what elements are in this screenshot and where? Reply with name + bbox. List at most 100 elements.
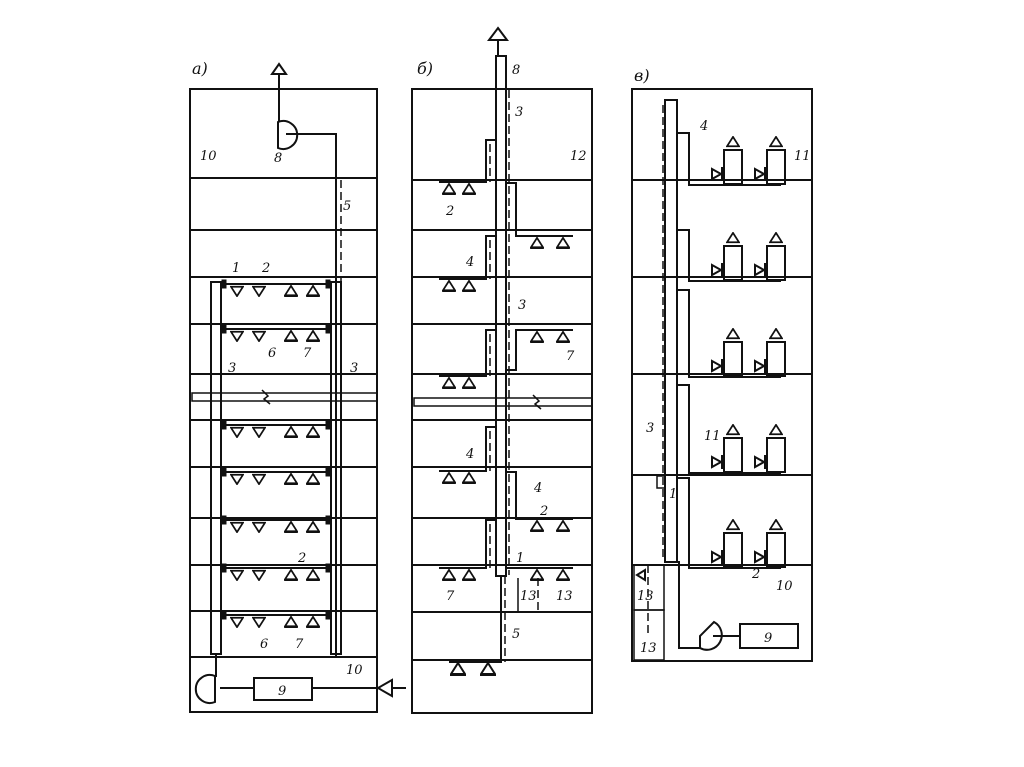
sprinkler-row xyxy=(221,515,331,533)
main-riser-b xyxy=(495,55,507,577)
sprinkler-row xyxy=(221,563,331,581)
valve-icon xyxy=(711,359,724,373)
sprinkler-branch xyxy=(505,329,573,371)
sprinkler-up-icon xyxy=(284,285,298,297)
room-label: 10 xyxy=(200,149,217,164)
callout-valve: 1 xyxy=(232,261,240,276)
sprinkler-down-icon xyxy=(252,569,266,581)
room-label: 10 xyxy=(346,663,363,678)
sprinkler-row xyxy=(221,324,331,342)
floor-lines-b xyxy=(413,179,593,661)
sprinkler-up-icon xyxy=(284,330,298,342)
callout-pipe: 2 xyxy=(751,567,760,582)
break-symbol-a xyxy=(261,389,271,405)
sprinkler-down-icon xyxy=(252,616,266,628)
valve-icon xyxy=(221,420,227,430)
sprinkler-down-icon xyxy=(252,426,266,438)
sprinkler-icon xyxy=(442,472,456,484)
sprinkler-down-icon xyxy=(252,285,266,297)
valve-icon xyxy=(754,359,767,373)
callout-unit: 9 xyxy=(278,684,286,699)
sprinkler-branch xyxy=(439,235,497,292)
sprinkler-rows-a xyxy=(221,279,331,628)
sprinkler-branch xyxy=(439,519,497,581)
room-label: 10 xyxy=(776,579,793,594)
sprinkler-icon xyxy=(442,377,456,389)
sprinkler-branch xyxy=(439,426,497,484)
exhaust-vent-b xyxy=(487,26,509,41)
water-heater-icon xyxy=(723,149,743,185)
sprinkler-down-icon xyxy=(230,616,244,628)
sprinkler-down-icon xyxy=(230,285,244,297)
callout-valve: 1 xyxy=(516,551,524,566)
callout-riser: 3 xyxy=(646,421,654,436)
sprinkler-row xyxy=(221,467,331,485)
callout-appliance: 11 xyxy=(704,429,721,444)
sprinkler-icon xyxy=(556,237,570,249)
vent-icon xyxy=(726,519,740,531)
sprinkler-down-icon xyxy=(230,569,244,581)
valve-icon xyxy=(221,610,227,620)
sprinkler-up-icon xyxy=(306,330,320,342)
valve-icon xyxy=(711,550,724,564)
sprinkler-icon xyxy=(530,520,544,532)
callout-sprinkler-up: 7 xyxy=(303,346,312,361)
sprinkler-icon xyxy=(556,331,570,343)
water-heater-icon xyxy=(766,437,786,473)
sprinkler-row xyxy=(221,610,331,628)
sprinkler-icon xyxy=(530,237,544,249)
sprinkler-branch xyxy=(505,182,573,249)
valve-icon xyxy=(711,167,724,181)
callout-zone: 13 xyxy=(556,589,573,604)
callout-exhaust: 8 xyxy=(512,63,520,78)
water-heater-icon xyxy=(723,341,743,377)
sprinkler-up-icon xyxy=(284,473,298,485)
sprinkler-icon xyxy=(530,331,544,343)
valve-icon xyxy=(221,279,227,289)
sprinkler-branch xyxy=(505,567,573,581)
valve-icon xyxy=(325,420,331,430)
valve-icon xyxy=(325,610,331,620)
valve-icon xyxy=(221,324,227,334)
sprinkler-branch xyxy=(439,139,497,195)
callout-pipe: 2 xyxy=(539,504,548,519)
break-symbol-b xyxy=(532,394,542,410)
water-heater-icon xyxy=(723,437,743,473)
sprinkler-up-icon xyxy=(306,473,320,485)
appliance-floor xyxy=(676,229,786,282)
sprinkler-down-icon xyxy=(230,330,244,342)
water-heater-icon xyxy=(766,532,786,568)
valve-icon xyxy=(325,563,331,573)
sprinkler-up-icon xyxy=(284,521,298,533)
valve-icon xyxy=(754,550,767,564)
sprinkler-down-icon xyxy=(252,473,266,485)
valve-icon xyxy=(221,467,227,477)
callout-sprinkler: 7 xyxy=(566,349,575,364)
sprinkler-up-icon xyxy=(284,616,298,628)
callout-riser: 3 xyxy=(350,361,358,376)
callout-zone: 13 xyxy=(640,641,657,656)
sprinkler-icon xyxy=(462,569,476,581)
sprinkler-branch xyxy=(439,329,497,389)
appliance-floor xyxy=(676,132,786,186)
sprinkler-up-icon xyxy=(306,521,320,533)
break-band-b xyxy=(413,397,593,407)
right-riser-a xyxy=(330,281,342,655)
callout-branch: 4 xyxy=(699,119,708,134)
vent-icon xyxy=(769,136,783,148)
sprinkler-down-icon xyxy=(230,473,244,485)
callout-branch: 4 xyxy=(533,481,542,496)
vent-icon xyxy=(726,136,740,148)
vent-icon xyxy=(769,328,783,340)
appliance-floor xyxy=(676,289,786,378)
vent-icon xyxy=(769,424,783,436)
callout-duct: 5 xyxy=(343,199,351,214)
sprinkler-row xyxy=(221,279,331,297)
sprinkler-down-icon xyxy=(252,330,266,342)
callout-sprinkler-down: 6 xyxy=(268,346,276,361)
appliance-floor xyxy=(676,384,786,474)
branches-b xyxy=(439,139,573,581)
sprinkler-icon xyxy=(462,472,476,484)
sprinkler-icon xyxy=(556,569,570,581)
